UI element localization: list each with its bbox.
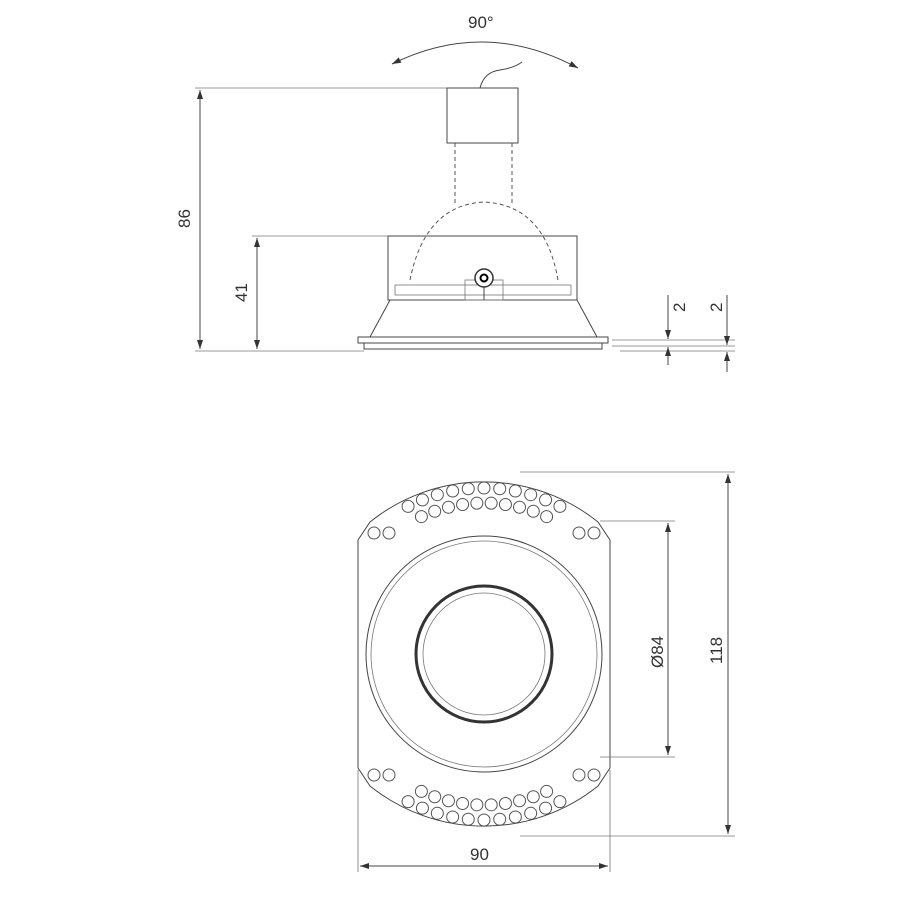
vent-hole: [587, 526, 601, 540]
vent-hole: [508, 484, 522, 498]
vent-hole: [513, 500, 527, 514]
vent-hole: [526, 504, 540, 518]
housing: [387, 235, 578, 301]
cutout-diameter-label: Ø84: [648, 636, 667, 668]
vent-hole: [572, 526, 586, 540]
vent-hole: [430, 806, 444, 820]
vent-hole: [540, 784, 554, 798]
vent-hole: [414, 510, 428, 524]
lamp-dashed-outline: [409, 143, 559, 281]
width-label: 90: [470, 845, 489, 864]
side-view: 90° 86 41 2 2: [175, 13, 735, 372]
flange-thickness-label-2: 2: [707, 303, 726, 312]
vent-hole: [572, 768, 586, 782]
vent-hole: [513, 794, 527, 808]
vent-hole: [470, 798, 484, 812]
driver-box: [446, 87, 519, 144]
vent-hole: [382, 768, 396, 782]
pivot-icon: [474, 268, 494, 288]
vent-hole: [441, 794, 455, 808]
cutout-circle: [365, 535, 603, 773]
vent-hole: [493, 482, 507, 496]
vent-hole: [484, 798, 498, 812]
vent-hole: [498, 796, 512, 810]
vent-hole: [524, 806, 538, 820]
vent-hole: [446, 810, 460, 824]
vent-hole: [415, 801, 429, 815]
vent-hole: [367, 768, 381, 782]
vent-hole: [498, 498, 512, 512]
vent-hole: [539, 493, 553, 507]
vent-hole: [401, 795, 415, 809]
vent-hole: [401, 499, 415, 513]
height-label: 118: [707, 637, 726, 664]
vent-hole: [414, 784, 428, 798]
vent-hole: [493, 812, 507, 826]
vent-hole: [553, 795, 567, 809]
vent-hole: [477, 481, 491, 495]
flange-thickness-label-1: 2: [670, 303, 689, 312]
vent-hole: [446, 484, 460, 498]
vent-hole: [524, 488, 538, 502]
flange: [357, 336, 609, 344]
vent-hole: [428, 790, 442, 804]
vent-hole: [553, 499, 567, 513]
front-view: Ø84 118 90: [357, 471, 735, 872]
vent-hole: [508, 810, 522, 824]
vent-hole: [430, 488, 444, 502]
tilt-arc-arrow: [391, 41, 579, 69]
total-height-label: 86: [175, 209, 194, 228]
vent-hole: [477, 813, 491, 827]
vent-hole: [470, 496, 484, 510]
reflector-cone: [369, 299, 598, 338]
trim-plate: [357, 481, 611, 827]
vent-hole: [587, 768, 601, 782]
lens-inner: [422, 592, 546, 716]
vent-hole: [428, 504, 442, 518]
power-wire: [479, 61, 523, 89]
vent-hole: [456, 796, 470, 810]
vent-hole: [526, 790, 540, 804]
vent-hole: [539, 801, 553, 815]
vent-hole: [540, 510, 554, 524]
vent-hole: [484, 496, 498, 510]
vent-hole: [456, 498, 470, 512]
vent-hole: [441, 500, 455, 514]
vent-hole: [461, 812, 475, 826]
housing-height-label: 41: [232, 283, 251, 302]
tilt-angle-label: 90°: [468, 13, 494, 32]
vent-hole: [461, 482, 475, 496]
vent-hole: [415, 493, 429, 507]
vent-hole: [382, 526, 396, 540]
vent-hole: [367, 526, 381, 540]
lens-outer: [414, 584, 554, 724]
